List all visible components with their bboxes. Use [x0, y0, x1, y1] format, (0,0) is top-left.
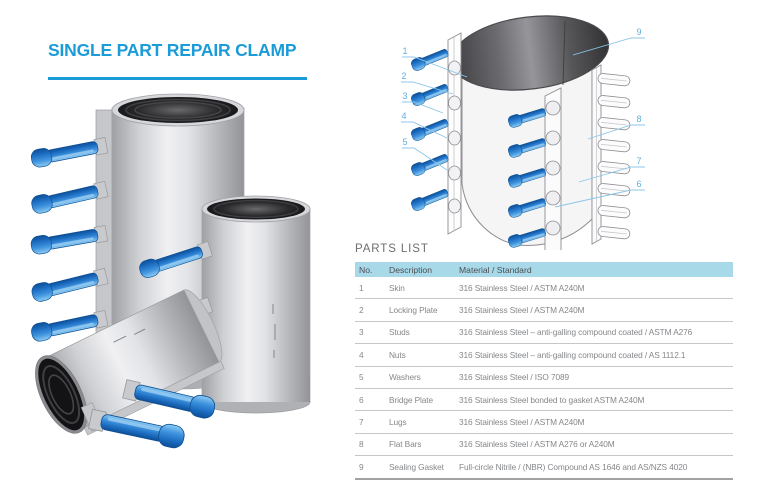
cell-description: Bridge Plate: [389, 394, 433, 405]
callout-9: 9: [636, 27, 641, 37]
cell-material: 316 Stainless Steel / ASTM A240M: [459, 282, 585, 293]
callout-2: 2: [401, 71, 406, 81]
table-row: 3 Studs 316 Stainless Steel – anti-galli…: [355, 322, 733, 345]
cell-no: 5: [359, 372, 364, 383]
cell-material: 316 Stainless Steel bonded to gasket AST…: [459, 394, 645, 405]
callout-7: 7: [636, 156, 641, 166]
callout-5: 5: [402, 137, 407, 147]
table-row: 1 Skin 316 Stainless Steel / ASTM A240M: [355, 277, 733, 300]
header-description: Description: [389, 264, 432, 275]
bridge-plate: [506, 87, 562, 250]
table-row: 2 Locking Plate 316 Stainless Steel / AS…: [355, 299, 733, 322]
page-title: SINGLE PART REPAIR CLAMP: [48, 40, 297, 60]
table-row: 5 Washers 316 Stainless Steel / ISO 7089: [355, 367, 733, 389]
table-row: 8 Flat Bars 316 Stainless Steel / ASTM A…: [355, 434, 733, 457]
table-row: 6 Bridge Plate 316 Stainless Steel bonde…: [355, 389, 733, 412]
cell-material: Full-circle Nitrile / (NBR) Compound AS …: [459, 461, 688, 472]
cell-description: Locking Plate: [389, 305, 438, 316]
cell-no: 4: [359, 349, 364, 360]
cell-description: Nuts: [389, 349, 406, 360]
repair-clamps-photo: [30, 93, 311, 451]
callout-1: 1: [402, 46, 407, 56]
cell-material: 316 Stainless Steel / ISO 7089: [459, 372, 570, 383]
callout-lines: [401, 37, 645, 208]
cell-description: Skin: [389, 282, 405, 293]
cell-material: 316 Stainless Steel – anti-galling compo…: [459, 327, 693, 338]
parts-list-section: PARTS LIST No. Description Material / St…: [355, 243, 733, 480]
callout-8: 8: [636, 114, 641, 124]
cell-description: Washers: [389, 372, 421, 383]
cell-no: 2: [359, 305, 364, 316]
cell-no: 9: [359, 461, 364, 472]
cell-no: 6: [359, 394, 364, 405]
product-photo: [30, 88, 365, 486]
parts-table: No. Description Material / Standard 1 Sk…: [355, 262, 733, 480]
centre-nuts: [545, 100, 561, 236]
cell-no: 7: [359, 417, 364, 428]
cell-material: 316 Stainless Steel / ASTM A240M: [459, 417, 585, 428]
small-clamp-bolts: [80, 377, 218, 451]
cell-no: 3: [359, 327, 364, 338]
lugs-and-flat-bars: [591, 64, 631, 245]
callout-6: 6: [636, 179, 641, 189]
cell-material: 316 Stainless Steel / ASTM A276 or A240M: [459, 439, 615, 450]
cell-no: 1: [359, 282, 364, 293]
cell-description: Studs: [389, 327, 410, 338]
cell-material: 316 Stainless Steel – anti-galling compo…: [459, 349, 686, 360]
left-washers: [448, 60, 461, 214]
header-material: Material / Standard: [459, 264, 532, 275]
cell-description: Flat Bars: [389, 439, 422, 450]
title-underline: [48, 77, 307, 80]
flat-bars: [597, 73, 631, 240]
callout-numbers: 1 2 3 4 5 9 8 7 6: [401, 27, 641, 189]
cell-material: 316 Stainless Steel / ASTM A240M: [459, 305, 585, 316]
locking-plate-left: [409, 32, 462, 235]
table-row: 9 Sealing Gasket Full-circle Nitrile / (…: [355, 456, 733, 480]
skin-body: [461, 62, 593, 246]
left-studs: [409, 46, 451, 213]
callout-4: 4: [401, 111, 406, 121]
cell-no: 8: [359, 439, 364, 450]
clamp-line-drawing: 1 2 3 4 5 9 8 7 6: [401, 15, 645, 250]
cell-description: Lugs: [389, 417, 407, 428]
technical-diagram: 1 2 3 4 5 9 8 7 6: [393, 8, 765, 250]
header-no: No.: [359, 264, 373, 275]
table-row: 4 Nuts 316 Stainless Steel – anti-gallin…: [355, 344, 733, 367]
table-header-row: No. Description Material / Standard: [355, 262, 733, 277]
callout-3: 3: [402, 91, 407, 101]
table-row: 7 Lugs 316 Stainless Steel / ASTM A240M: [355, 411, 733, 434]
cell-description: Sealing Gasket: [389, 461, 444, 472]
parts-list-heading: PARTS LIST: [355, 243, 429, 255]
